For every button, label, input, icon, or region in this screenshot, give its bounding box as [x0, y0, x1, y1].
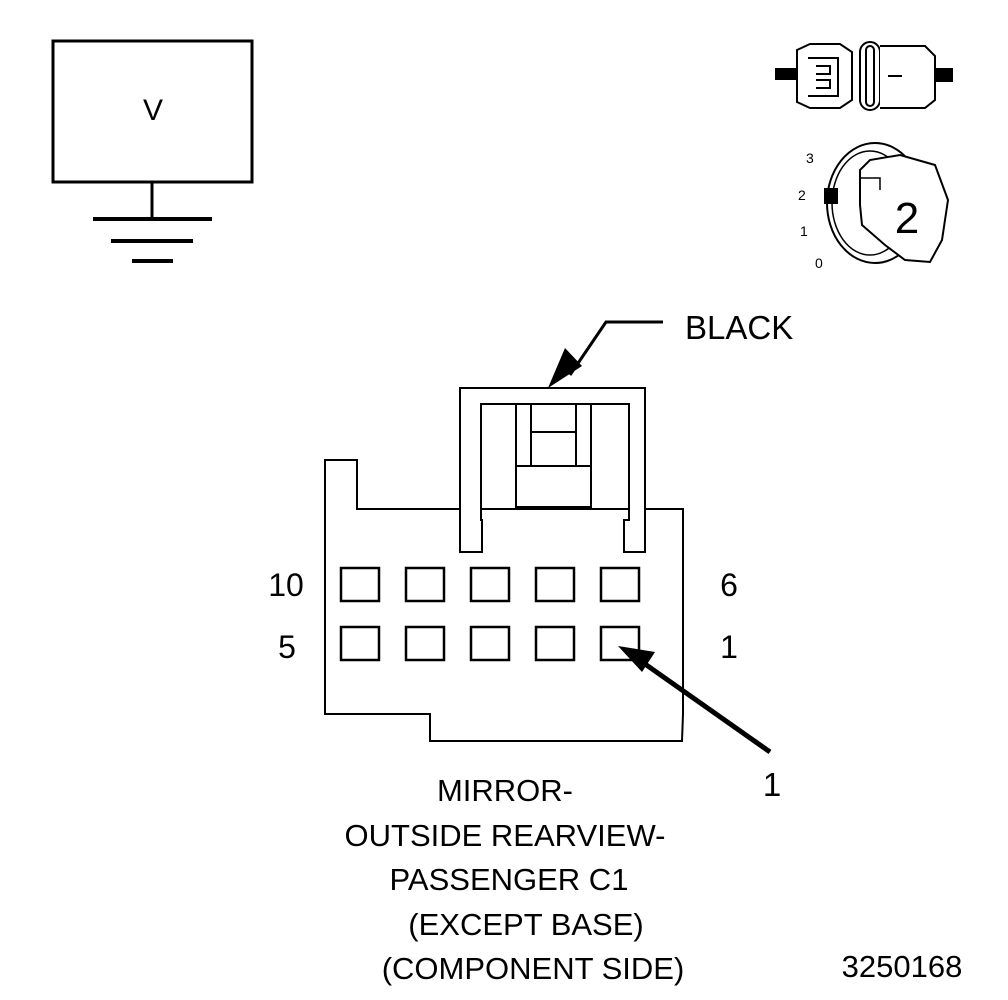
title-line-4: (EXCEPT BASE) [408, 907, 643, 942]
terminal-cavity [599, 566, 641, 603]
title-line-2: OUTSIDE REARVIEW- [345, 818, 666, 853]
ignition-key-icon: 3 2 1 0 2 [798, 142, 950, 271]
key-position-0: 0 [815, 255, 823, 271]
row-top-start-label: 10 [268, 567, 304, 603]
ground-symbol-icon [93, 182, 212, 263]
key-position-2: 2 [798, 187, 806, 203]
row-bottom-start-label: 5 [278, 629, 296, 665]
row-bottom-end-label: 1 [720, 629, 738, 665]
disconnected-connector-icon [775, 41, 953, 111]
row-top-end-label: 6 [720, 567, 738, 603]
figure-id: 3250168 [842, 949, 963, 984]
terminal-callout-arrow: 1 [618, 646, 781, 803]
title-line-3: PASSENGER C1 [390, 862, 629, 897]
terminal-cavity [534, 566, 576, 603]
title-line-1: MIRROR- [437, 773, 573, 808]
terminal-cavity [469, 625, 511, 662]
color-callout: BLACK [548, 309, 793, 388]
terminal-callout-label: 1 [763, 766, 781, 803]
key-position-1: 1 [800, 223, 808, 239]
terminal-cavity [469, 566, 511, 603]
lock-tab [459, 387, 646, 553]
terminal-cavity [404, 625, 446, 662]
terminal-cavity [534, 625, 576, 662]
connector-color-label: BLACK [685, 309, 793, 346]
connector-title: MIRROR- OUTSIDE REARVIEW- PASSENGER C1 (… [345, 773, 685, 986]
terminal-cavity [339, 625, 381, 662]
key-selected-position: 2 [895, 194, 919, 243]
voltmeter-icon: V [51, 39, 254, 263]
terminal-cavity [339, 566, 381, 603]
connector-body [324, 387, 684, 742]
voltmeter-symbol: V [143, 94, 163, 127]
terminal-cavity [404, 566, 446, 603]
terminal-cavities [339, 566, 641, 662]
key-position-3: 3 [806, 150, 814, 166]
title-line-5: (COMPONENT SIDE) [382, 951, 685, 986]
